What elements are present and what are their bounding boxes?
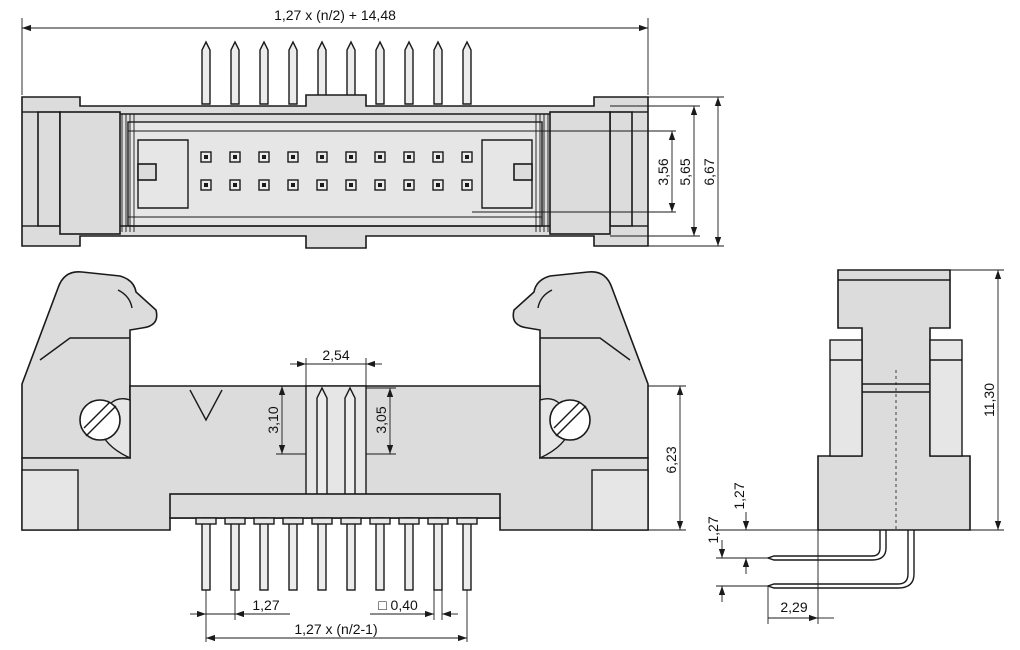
side-height-label: 11,30 bbox=[981, 383, 997, 417]
pin-square-label: □ 0,40 bbox=[378, 597, 418, 613]
pin-grid bbox=[200, 151, 473, 191]
front-view-pins bbox=[195, 517, 478, 591]
total-width-label: 6,67 bbox=[701, 158, 717, 185]
top-view: 1,27 x (n/2) + 14,48 bbox=[21, 7, 724, 249]
pin-pitch-label: 1,27 bbox=[252, 597, 279, 613]
row-pitch-label: 3,56 bbox=[655, 158, 671, 185]
top-view-pins bbox=[201, 40, 472, 105]
overall-length-label: 1,27 x (n/2) + 14,48 bbox=[274, 7, 396, 23]
pin-length-label: 3,10 bbox=[265, 406, 281, 433]
front-view: 2,54 3,10 3,05 6,23 1,27 □ 0,40 1,27 x (… bbox=[21, 271, 686, 642]
pin-height-label: 3,05 bbox=[373, 406, 389, 433]
side-view: 11,30 1,27 1,27 2,29 bbox=[705, 269, 1004, 624]
inner-width-label: 5,65 bbox=[677, 158, 693, 185]
body-height-label: 6,23 bbox=[663, 446, 679, 473]
side-pitch-a-label: 1,27 bbox=[731, 482, 747, 509]
left-pivot-screw bbox=[79, 399, 121, 441]
right-pivot-screw bbox=[549, 399, 591, 441]
side-offset-label: 2,29 bbox=[780, 599, 807, 615]
pin-pitch-top-label: 2,54 bbox=[322, 347, 349, 363]
side-pitch-b-label: 1,27 bbox=[705, 516, 721, 543]
pin-span-label: 1,27 x (n/2-1) bbox=[294, 621, 377, 637]
